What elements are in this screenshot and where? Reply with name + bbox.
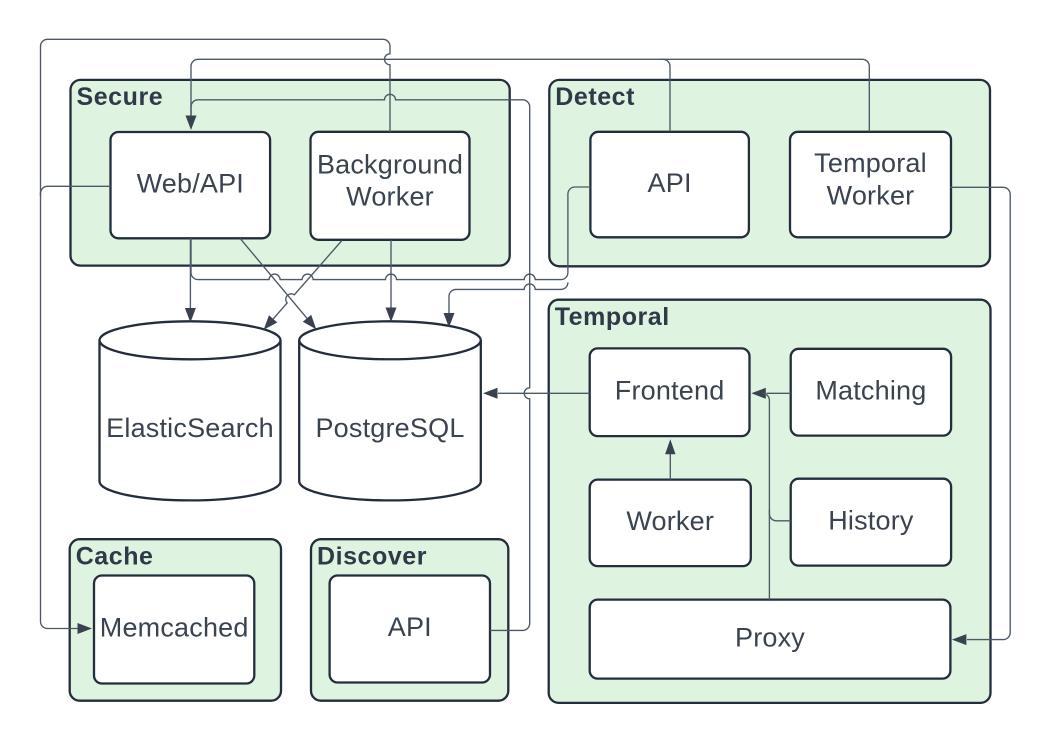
svg-text:Memcached: Memcached bbox=[100, 613, 249, 643]
svg-text:Discover: Discover bbox=[317, 542, 427, 570]
svg-text:API: API bbox=[388, 612, 432, 642]
svg-text:Background: Background bbox=[317, 149, 463, 179]
svg-text:Worker: Worker bbox=[346, 182, 434, 212]
svg-text:Temporal: Temporal bbox=[814, 148, 927, 178]
svg-text:Secure: Secure bbox=[77, 83, 164, 111]
svg-text:Matching: Matching bbox=[815, 375, 926, 405]
svg-text:Detect: Detect bbox=[555, 83, 635, 111]
svg-text:History: History bbox=[828, 505, 914, 535]
svg-text:Worker: Worker bbox=[626, 506, 714, 536]
svg-text:Web/API: Web/API bbox=[137, 168, 244, 198]
svg-text:Worker: Worker bbox=[827, 181, 915, 211]
svg-text:Cache: Cache bbox=[76, 542, 154, 570]
svg-text:API: API bbox=[648, 168, 692, 198]
svg-text:PostgreSQL: PostgreSQL bbox=[315, 413, 464, 443]
svg-text:Proxy: Proxy bbox=[735, 622, 805, 652]
svg-text:ElasticSearch: ElasticSearch bbox=[106, 413, 274, 443]
svg-text:Temporal: Temporal bbox=[555, 303, 670, 331]
svg-text:Frontend: Frontend bbox=[615, 375, 725, 405]
